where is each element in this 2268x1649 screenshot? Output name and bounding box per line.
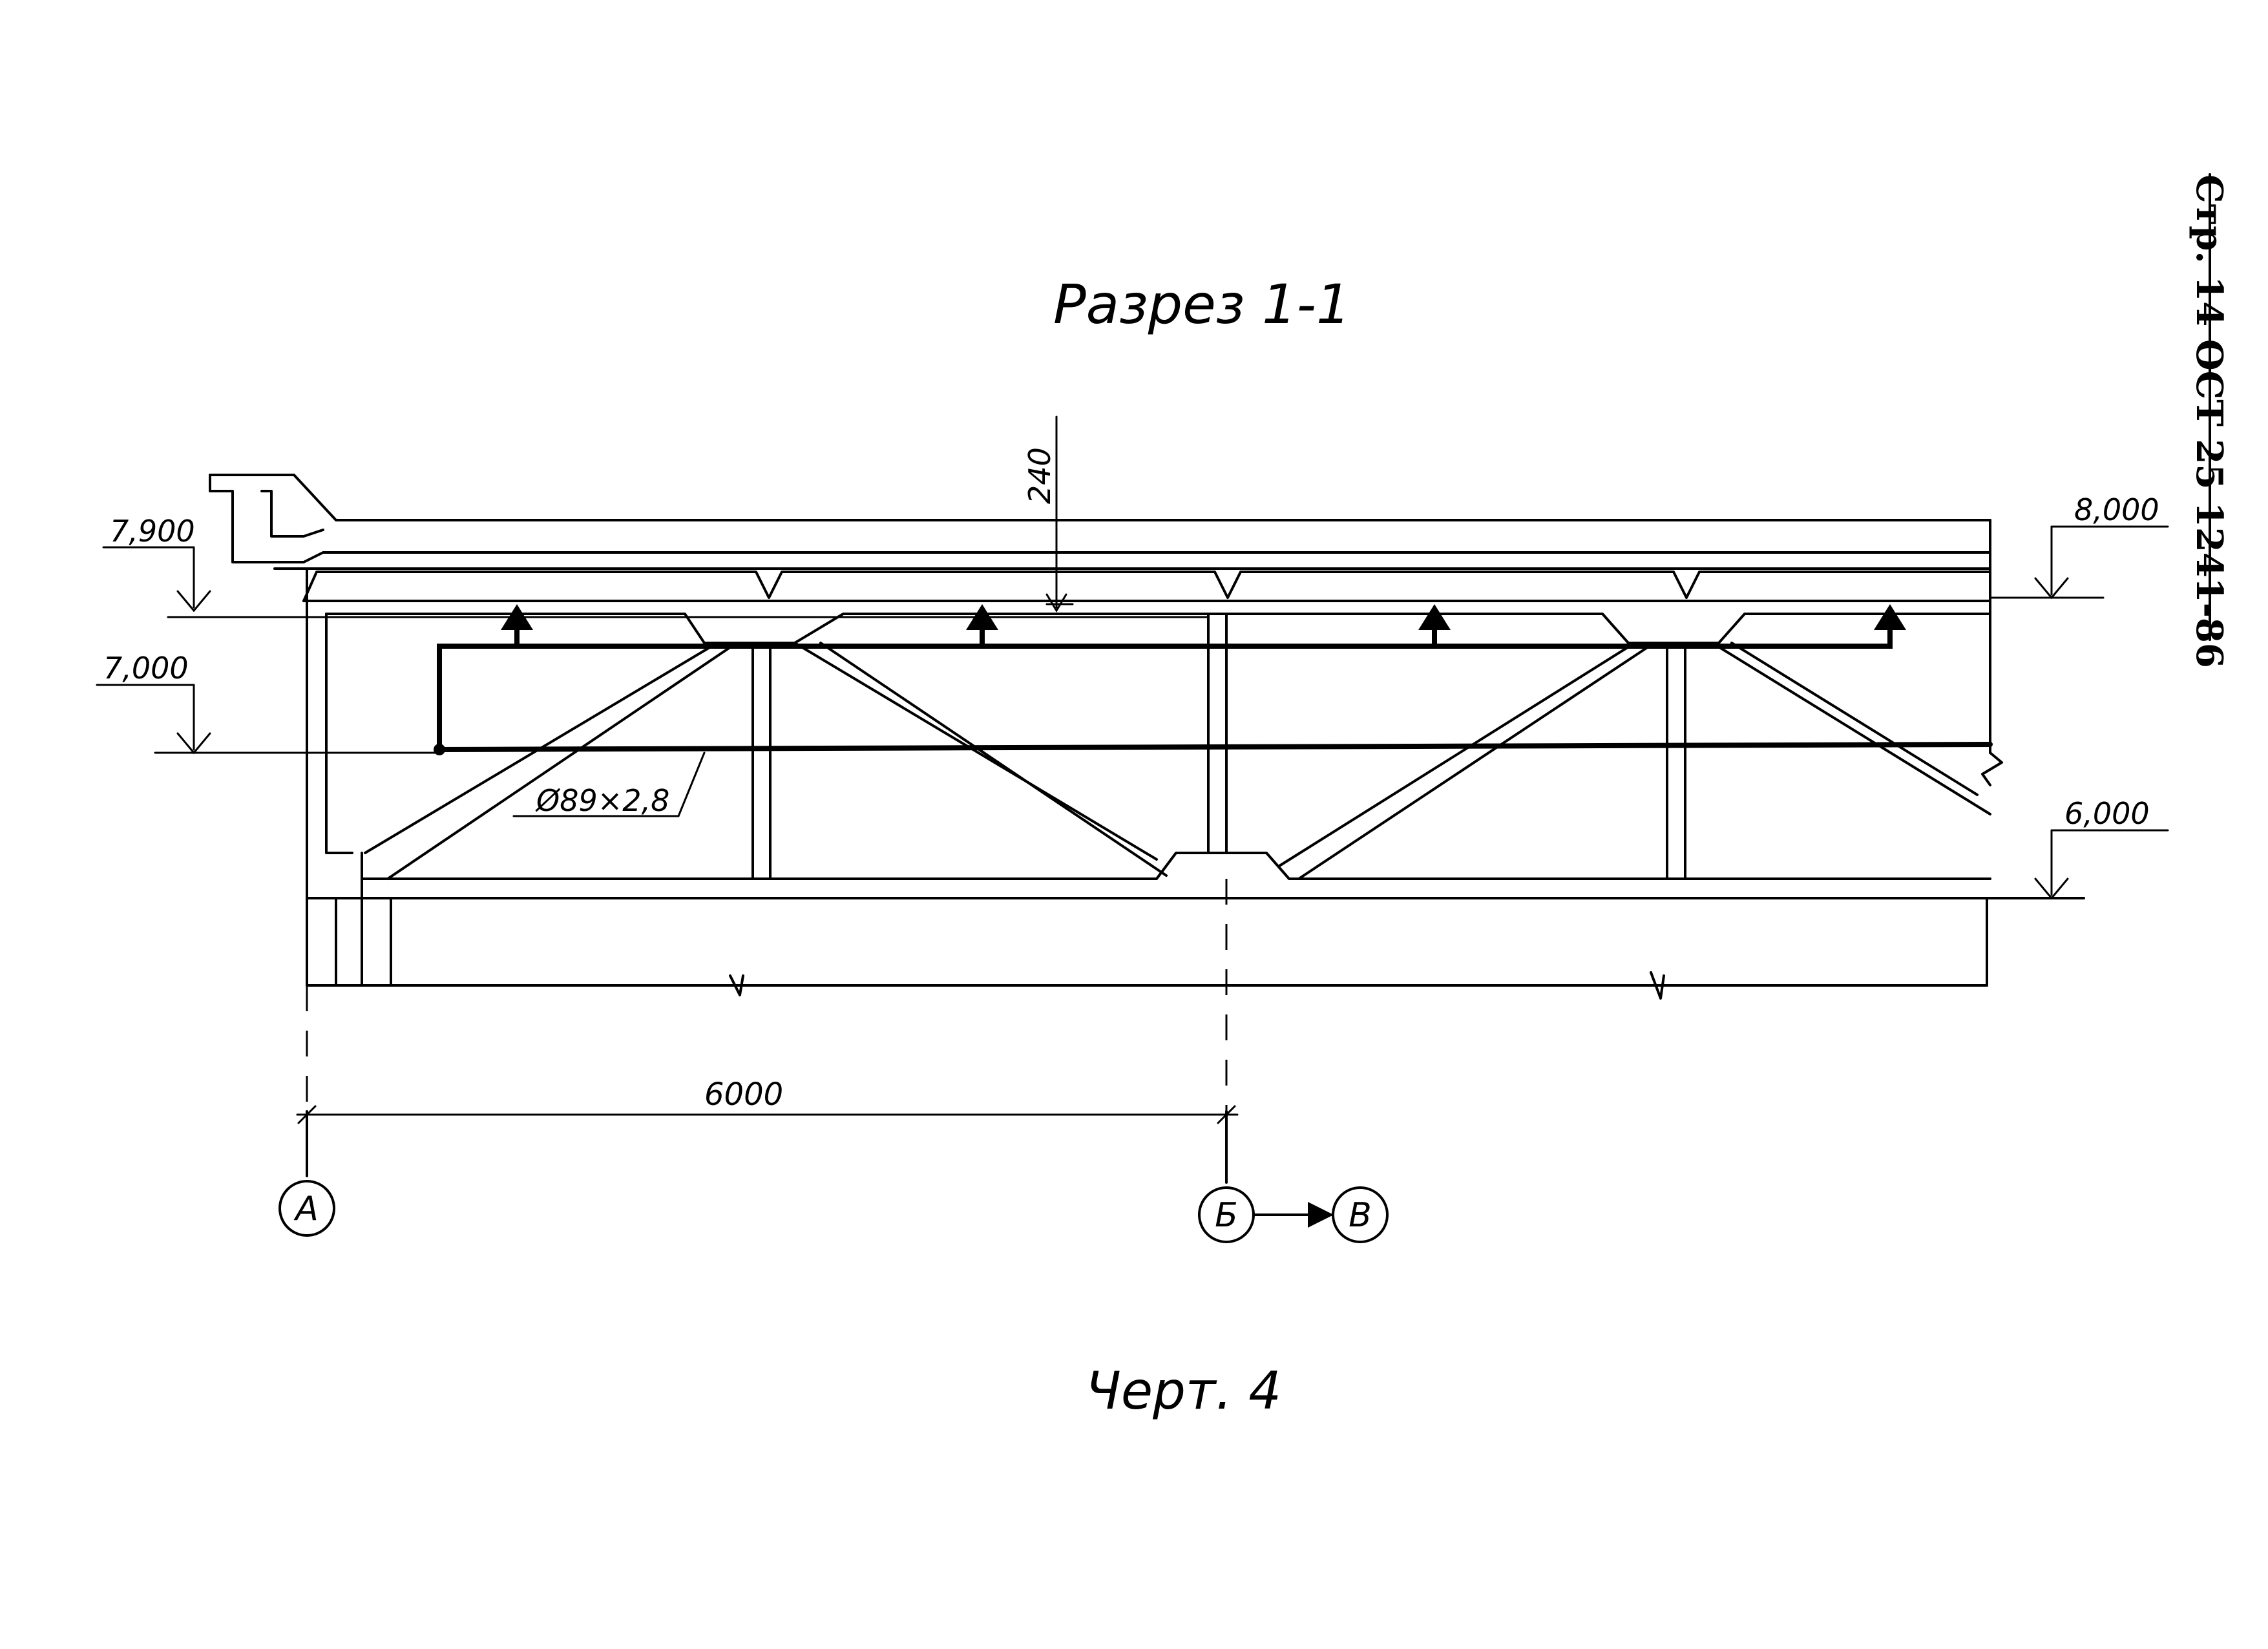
span-dimension-text: 6000 (704, 1077, 783, 1113)
pipeline (434, 604, 1993, 755)
axis-label-b: Б (1215, 1196, 1238, 1235)
figure-caption: Черт. 4 (1086, 1361, 1281, 1421)
level-right-lower: 6,000 (2064, 796, 2150, 831)
axis-bubble-c (1332, 1186, 1389, 1243)
level-right-upper: 8,000 (2074, 492, 2159, 527)
axis-label-c: В (1349, 1196, 1372, 1235)
roof-truss (325, 613, 2003, 880)
dimension-240-text: 240 (1022, 447, 1057, 504)
level-marks: 7,900 7,000 8,000 6,000 (96, 492, 2169, 900)
pipe-size-text: Ø89×2,8 (535, 783, 669, 818)
grid-axes: 6000 А Б В (278, 879, 1389, 1243)
level-left-lower: 7,000 (103, 651, 189, 686)
axis-label-a: А (293, 1190, 319, 1228)
pipe-supports (501, 604, 1906, 649)
roof-slab (209, 474, 1991, 754)
lower-beam (306, 567, 2085, 1000)
section-title: Разрез 1-1 (1053, 273, 1350, 336)
axis-bubble-a (278, 1180, 335, 1237)
dimension-240: 240 (1022, 415, 1074, 615)
slab-ribs (302, 571, 1991, 602)
level-left-upper: 7,900 (110, 514, 195, 549)
pipe-label: Ø89×2,8 (512, 751, 706, 818)
